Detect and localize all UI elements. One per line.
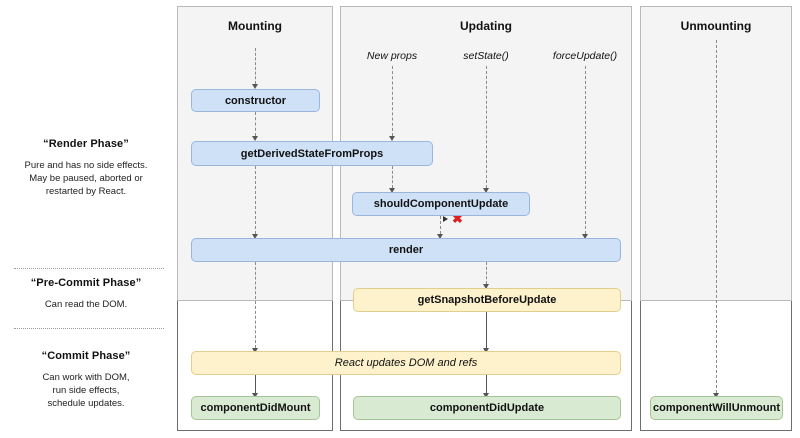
phase-commit-desc-line-1: Can work with DOM,: [42, 372, 130, 383]
node-react-updates-dom-and-refs[interactable]: React updates DOM and refs: [191, 351, 621, 375]
connector-react-updates-to-cdm: [255, 375, 256, 393]
phase-commit-desc-line-3: schedule updates.: [47, 398, 125, 409]
trigger-new-props: New props: [366, 50, 418, 62]
phase-commit-desc: Can work with DOM, run side effects, sch…: [0, 371, 172, 410]
connector-mounting-to-constructor: [255, 48, 256, 84]
connector-gsbu-to-react-updates: [486, 312, 487, 348]
connector-render-to-gsbu: [486, 262, 487, 284]
phase-precommit-desc: Can read the DOM.: [0, 298, 172, 311]
node-component-did-mount[interactable]: componentDidMount: [191, 396, 320, 420]
connector-react-updates-to-cdu: [486, 375, 487, 393]
arrowhead-gdsfp-updating: [389, 136, 395, 141]
node-component-will-unmount[interactable]: componentWillUnmount: [650, 396, 783, 420]
phase-render-desc-line-2: May be paused, aborted or: [29, 173, 143, 184]
node-get-snapshot-before-update[interactable]: getSnapshotBeforeUpdate: [353, 288, 621, 312]
arrowhead-react-updates-updating: [483, 348, 489, 353]
column-mounting-header: Mounting: [228, 19, 282, 33]
node-render[interactable]: render: [191, 238, 621, 262]
connector-constructor-to-gdsfp: [255, 112, 256, 136]
arrowhead-component-did-mount: [252, 393, 258, 398]
node-should-component-update[interactable]: shouldComponentUpdate: [352, 192, 530, 216]
node-get-derived-state-from-props[interactable]: getDerivedStateFromProps: [191, 141, 433, 166]
phase-precommit-desc-line-1: Can read the DOM.: [44, 299, 128, 310]
node-constructor[interactable]: constructor: [191, 89, 320, 112]
connector-force-update-to-render: [585, 66, 586, 234]
arrowhead-render-force-update: [582, 234, 588, 239]
arrowhead-constructor: [252, 84, 258, 89]
connector-gdsfp-to-render-mounting: [255, 166, 256, 234]
skip-render-x-icon: ✖: [452, 211, 463, 226]
phase-precommit-title: “Pre-Commit Phase”: [30, 277, 142, 289]
arrowhead-scu-left: [389, 188, 395, 193]
column-updating-header: Updating: [460, 19, 512, 33]
trigger-set-state: setState(): [463, 50, 509, 62]
arrowhead-gdsfp-mounting: [252, 136, 258, 141]
phase-render-desc: Pure and has no side effects. May be pau…: [0, 159, 172, 198]
divider-precommit-commit: [14, 328, 164, 329]
arrowhead-render-updating: [437, 234, 443, 239]
divider-render-precommit: [14, 268, 164, 269]
connector-set-state-to-scu: [486, 66, 487, 188]
phase-render-title: “Render Phase”: [43, 138, 129, 150]
connector-render-to-react-updates-mounting: [255, 262, 256, 348]
phase-render-desc-line-1: Pure and has no side effects.: [24, 160, 148, 171]
node-component-did-update[interactable]: componentDidUpdate: [353, 396, 621, 420]
arrowhead-scu-right: [483, 188, 489, 193]
trigger-force-update: forceUpdate(): [552, 50, 618, 62]
arrowhead-component-will-unmount: [713, 393, 719, 398]
phase-commit-desc-line-2: run side effects,: [52, 385, 120, 396]
phase-precommit: “Pre-Commit Phase” Can read the DOM.: [0, 277, 172, 311]
arrowhead-react-updates-mounting: [252, 348, 258, 353]
arrowhead-skip-render: [443, 216, 448, 222]
arrowhead-component-did-update: [483, 393, 489, 398]
connector-unmounting-to-cwu: [716, 40, 717, 393]
connector-new-props-to-gdsfp: [392, 66, 393, 136]
phase-commit-title: “Commit Phase”: [41, 350, 131, 362]
arrowhead-gsbu: [483, 284, 489, 289]
column-unmounting-header: Unmounting: [680, 19, 752, 33]
arrowhead-render-mounting: [252, 234, 258, 239]
phase-render: “Render Phase” Pure and has no side effe…: [0, 138, 172, 198]
connector-scu-to-render: [440, 216, 441, 234]
phase-commit: “Commit Phase” Can work with DOM, run si…: [0, 350, 172, 410]
connector-gdsfp-to-scu: [392, 166, 393, 188]
phase-render-desc-line-3: restarted by React.: [45, 186, 127, 197]
